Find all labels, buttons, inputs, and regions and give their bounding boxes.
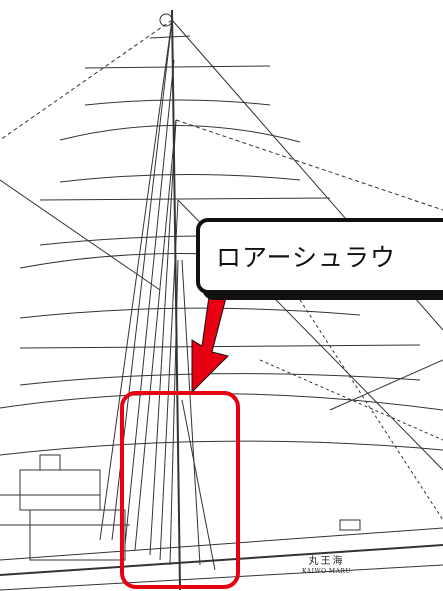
ship-name-plate: 丸王海 KAIWO MARU: [302, 557, 351, 577]
callout-label: ロアーシュラウ: [216, 243, 397, 272]
callout-box: ロアーシュラウ: [196, 218, 443, 294]
highlight-box: [120, 391, 240, 589]
red-arrow: [191, 281, 229, 394]
ship-name-jp: 丸王海: [308, 556, 345, 567]
ship-name-en: KAIWO MARU: [302, 568, 351, 575]
